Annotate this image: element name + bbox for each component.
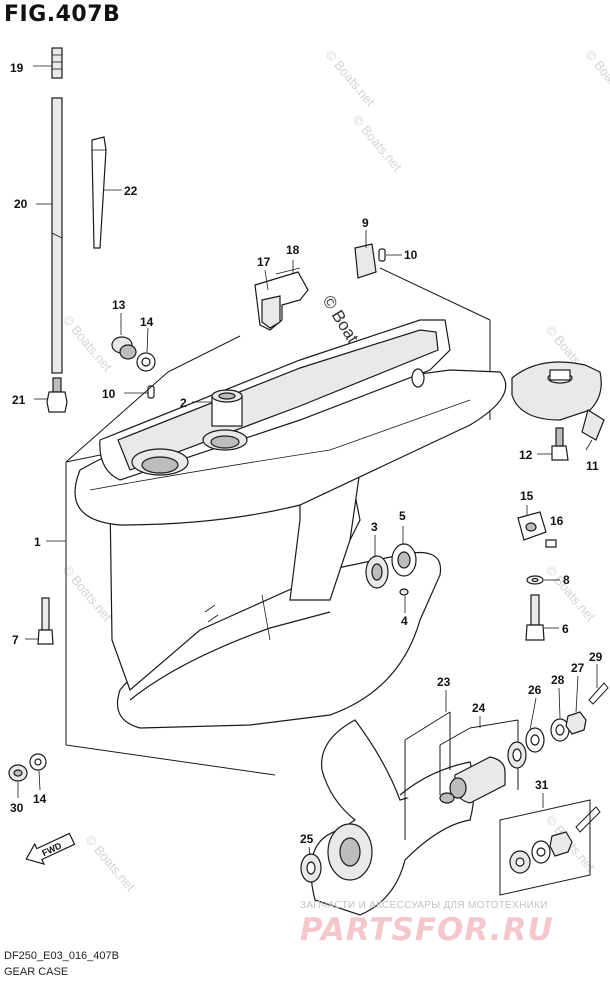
watermark-text: © Boats.net [60, 312, 116, 374]
callout-13: 13 [112, 298, 126, 312]
part-15-block [517, 511, 547, 541]
part-2-bushing [211, 389, 243, 427]
watermark-text: © Boats.net [350, 112, 406, 174]
callout-21: 21 [12, 393, 26, 407]
part-9-cap [354, 243, 377, 279]
callout-11: 11 [586, 459, 599, 473]
callout-24: 24 [472, 701, 486, 715]
callout-23: 23 [437, 675, 451, 689]
callout-18: 18 [286, 243, 300, 257]
part-5-bearing [391, 543, 417, 577]
callout-15: 15 [520, 489, 534, 503]
callout-3: 3 [371, 520, 378, 534]
callout-25: 25 [300, 832, 314, 846]
part-11-anode [511, 361, 605, 441]
part-8-washer [526, 575, 544, 585]
part-30-plug [8, 764, 28, 782]
fwd-arrow-badge: FWD [25, 832, 76, 865]
callout-2: 2 [180, 396, 187, 410]
part-10-pin-left [147, 385, 155, 399]
part-20-rod [51, 97, 63, 374]
callout-29: 29 [589, 650, 603, 664]
part-10-pin-right [378, 248, 386, 262]
callout-22: 22 [124, 184, 138, 198]
watermark-text: © Boats.net [83, 832, 139, 894]
watermark-text: © Boats.net [323, 47, 379, 109]
part-6-bolt [525, 594, 545, 641]
part-21-fitting [46, 377, 68, 413]
watermark-text: © Boats.net [543, 562, 599, 624]
callout-8: 8 [563, 573, 570, 587]
part-13-plug [111, 336, 137, 360]
part-17-18-clamp [254, 267, 309, 331]
leader-lines [17, 65, 598, 856]
assembly-frame [65, 267, 491, 776]
callout-14: 14 [140, 315, 154, 329]
part-22-strap [91, 136, 107, 249]
callout-10: 10 [102, 387, 116, 401]
part-1-gear-case [74, 319, 507, 729]
callout-20: 20 [14, 197, 28, 211]
part-19-stud [51, 47, 63, 79]
part-24-bushing [439, 719, 519, 804]
callout-labels: 19 20 22 13 14 10 21 2 17 18 9 10 11 12 … [10, 61, 603, 846]
callout-31: 31 [535, 778, 549, 792]
prop-nut-hardware-top [507, 682, 609, 769]
figure-code: DF250_E03_016_407B [4, 950, 119, 962]
part-23-frame [404, 711, 451, 840]
brand-overlay: ЗАПЧАСТИ И АКСЕССУАРЫ ДЛЯ МОТОТЕХНИКИ PA… [300, 900, 554, 948]
part-4-pin [399, 588, 409, 596]
watermark-text: © Boats.net [583, 47, 610, 109]
callout-28: 28 [551, 673, 565, 687]
callout-16: 16 [550, 514, 564, 528]
brand-logo: PARTSFOR.RU [300, 912, 554, 948]
callout-4: 4 [401, 614, 408, 628]
callout-27: 27 [571, 661, 585, 675]
watermark-text: © Boats.net [60, 562, 116, 624]
callout-10: 10 [404, 248, 418, 262]
part-7-bolt [37, 597, 54, 645]
part-14-washer-top [136, 352, 156, 372]
part-31-kit [499, 799, 601, 896]
callout-17: 17 [257, 255, 271, 269]
part-12-bolt [551, 427, 569, 461]
callout-26: 26 [528, 683, 542, 697]
part-14-washer-bottom [29, 753, 47, 771]
part-3-seal [365, 555, 389, 589]
callout-6: 6 [562, 622, 569, 636]
callout-5: 5 [399, 509, 406, 523]
callout-1: 1 [34, 535, 41, 549]
callout-12: 12 [519, 448, 533, 462]
callout-30: 30 [10, 801, 24, 815]
part-16-screw [545, 539, 557, 548]
brand-tagline: ЗАПЧАСТИ И АКСЕССУАРЫ ДЛЯ МОТОТЕХНИКИ [300, 900, 548, 911]
callout-7: 7 [12, 633, 19, 647]
callout-14: 14 [33, 792, 47, 806]
part-25-washer [300, 853, 322, 883]
figure-title: FIG.407B [4, 2, 121, 27]
callout-9: 9 [362, 216, 369, 230]
figure-name: GEAR CASE [4, 966, 69, 978]
callout-19: 19 [10, 61, 24, 75]
